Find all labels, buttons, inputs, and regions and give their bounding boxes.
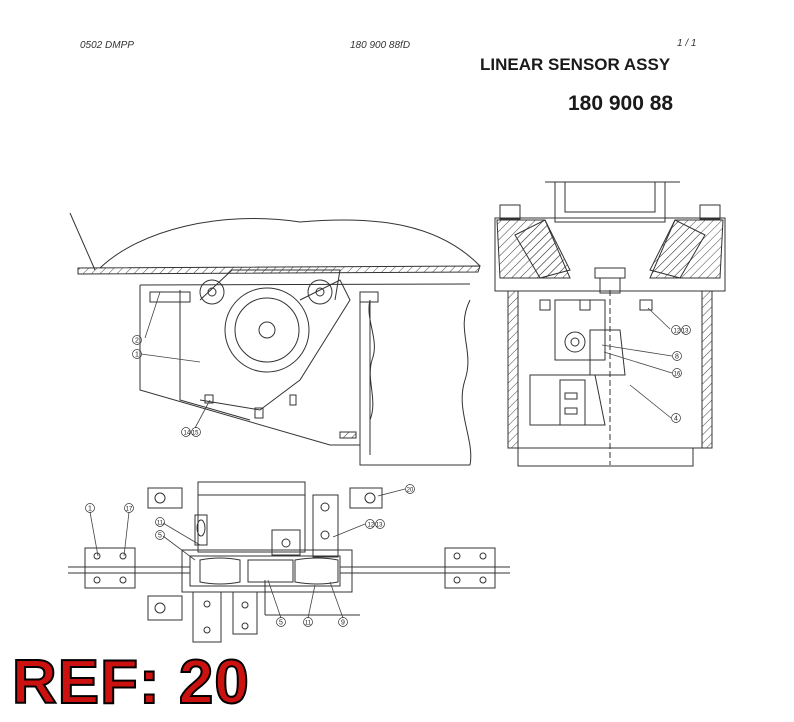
callout-16: 16 (674, 372, 681, 378)
callout-8: 8 (675, 354, 679, 361)
callout-5-bottom: 5 (279, 620, 283, 627)
balloon-20 (405, 484, 415, 494)
reference-label: REF: 20 (11, 648, 250, 717)
callout-5-left: 5 (158, 533, 162, 540)
balloon-13b (375, 519, 385, 529)
balloon-12b (365, 519, 375, 529)
balloon-15 (191, 427, 201, 437)
front-section-view (494, 181, 726, 467)
callout-labels: 2 1 14 15 12 13 8 16 4 20 1 17 11 5 12 1… (88, 329, 689, 627)
callout-20: 20 (407, 488, 414, 494)
callout-11-left: 11 (157, 521, 164, 527)
assembly-title: LINEAR SENSOR ASSY (480, 55, 671, 74)
callout-9: 9 (341, 620, 345, 627)
balloon-14 (181, 427, 191, 437)
balloon-5a (155, 530, 165, 540)
doc-code: 0502 DMPP (80, 40, 134, 51)
callout-2: 2 (135, 338, 139, 345)
part-number: 180 900 88 (568, 92, 674, 115)
callout-12-13-plan: 12 13 (367, 523, 383, 529)
callouts (85, 325, 691, 627)
balloon-1 (132, 349, 142, 359)
callout-11-bottom: 11 (305, 621, 312, 627)
balloon-17 (124, 503, 134, 513)
balloon-13 (681, 325, 691, 335)
leader-lines (89, 291, 673, 619)
callout-4: 4 (674, 416, 678, 423)
balloon-2 (132, 335, 142, 345)
balloon-5b (276, 617, 286, 627)
callout-12-13: 12 13 (673, 329, 689, 335)
page-number: 1 / 1 (677, 38, 697, 49)
callout-14-15: 14 15 (183, 431, 199, 437)
balloon-9 (338, 617, 348, 627)
balloon-8 (672, 351, 682, 361)
balloon-16 (672, 368, 682, 378)
balloon-12 (671, 325, 681, 335)
balloon-1b (85, 503, 95, 513)
callout-1-plan: 1 (88, 506, 92, 513)
balloon-4 (671, 413, 681, 423)
plan-view (68, 481, 510, 643)
part-reference: 180 900 88fD (350, 40, 411, 51)
callout-1: 1 (135, 352, 139, 359)
balloon-11a (155, 517, 165, 527)
side-view (69, 212, 481, 466)
balloon-11b (303, 617, 313, 627)
callout-17: 17 (126, 507, 133, 513)
